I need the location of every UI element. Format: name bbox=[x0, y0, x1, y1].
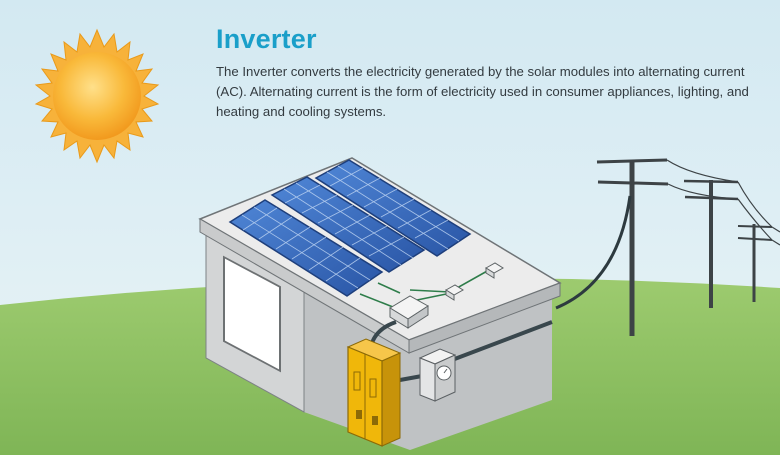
inverter-icon bbox=[348, 339, 400, 446]
description-text: The Inverter converts the electricity ge… bbox=[216, 62, 756, 122]
page-title: Inverter bbox=[216, 24, 317, 55]
electric-meter-icon bbox=[420, 349, 455, 401]
